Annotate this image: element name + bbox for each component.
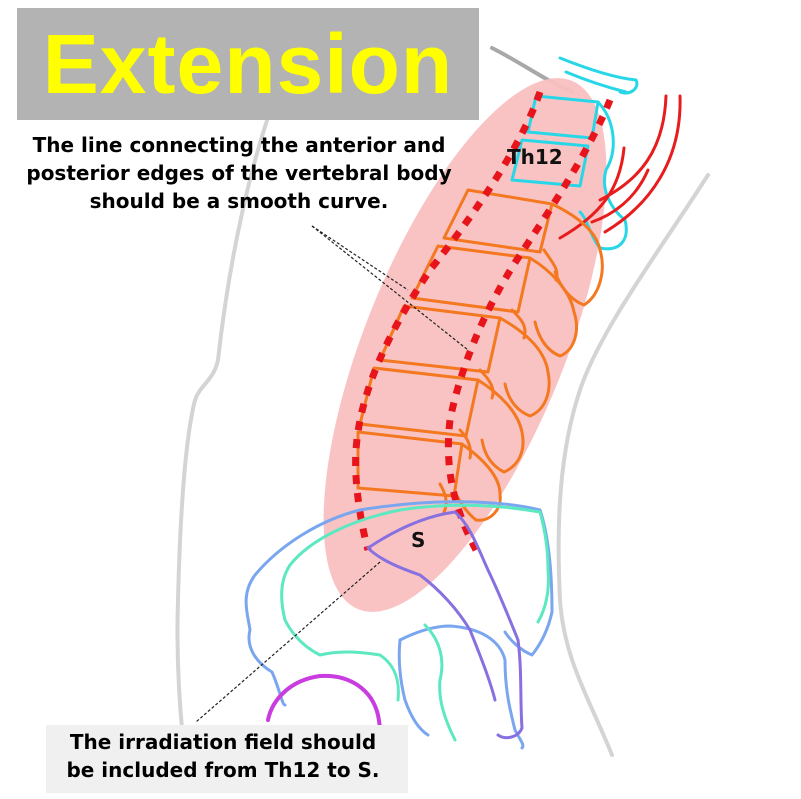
- caption-alignment-line-3: should be a smooth curve.: [89, 189, 389, 213]
- pelvis: [244, 500, 554, 750]
- irradiation-field: [323, 78, 607, 612]
- ribs: [558, 94, 682, 240]
- caption-alignment-line-1: The line connecting the anterior and: [32, 133, 446, 157]
- body-outline-front: [556, 173, 710, 757]
- caption-field-note: The irradiation field should be included…: [46, 728, 400, 784]
- posterior-alignment-line: [444, 98, 614, 552]
- rib-1: [598, 94, 668, 202]
- label-sacrum: S: [411, 528, 426, 552]
- caption-field-line-1: The irradiation field should: [69, 730, 377, 754]
- anterior-alignment-line: [352, 90, 544, 551]
- rib-3: [558, 146, 626, 240]
- caption-field-box: [46, 725, 408, 793]
- lumbar-vertebra-l1: [442, 188, 554, 254]
- lumbar-vertebrae: [356, 188, 604, 522]
- caption-alignment-note: The line connecting the anterior and pos…: [4, 131, 474, 215]
- leader-line-posterior: [311, 225, 469, 351]
- lumbar-spinous-l4: [476, 378, 525, 474]
- lumbar-spinous-l5: [454, 442, 502, 522]
- thoracic-spinous-process-upper: [558, 56, 639, 95]
- body-outline-back: [175, 58, 292, 762]
- lumbar-facet-joints: [438, 248, 559, 514]
- lumbar-spinous-l3: [498, 316, 551, 418]
- pelvis-ilium-outline: [244, 500, 554, 750]
- pubic-outline: [397, 638, 430, 737]
- pelvis-iliac-wing-inner: [280, 503, 550, 742]
- leader-line-anterior: [311, 225, 409, 291]
- sacrum-outline: [366, 510, 524, 740]
- thoracic-vertebra-th12: [510, 138, 590, 188]
- caption-alignment-line-2: posterior edges of the vertebral body: [26, 161, 452, 185]
- title-banner: Extension: [17, 8, 479, 120]
- rib-2: [603, 94, 682, 234]
- sacrum: [366, 510, 524, 740]
- leader-line-field: [195, 561, 381, 723]
- caption-field-line-2: be included from Th12 to S.: [66, 758, 380, 782]
- vertebral-alignment-lines: [352, 90, 614, 552]
- rib-4: [590, 168, 650, 224]
- page-title: Extension: [42, 17, 454, 111]
- leader-lines: [195, 225, 469, 723]
- label-th12: Th12: [507, 145, 563, 169]
